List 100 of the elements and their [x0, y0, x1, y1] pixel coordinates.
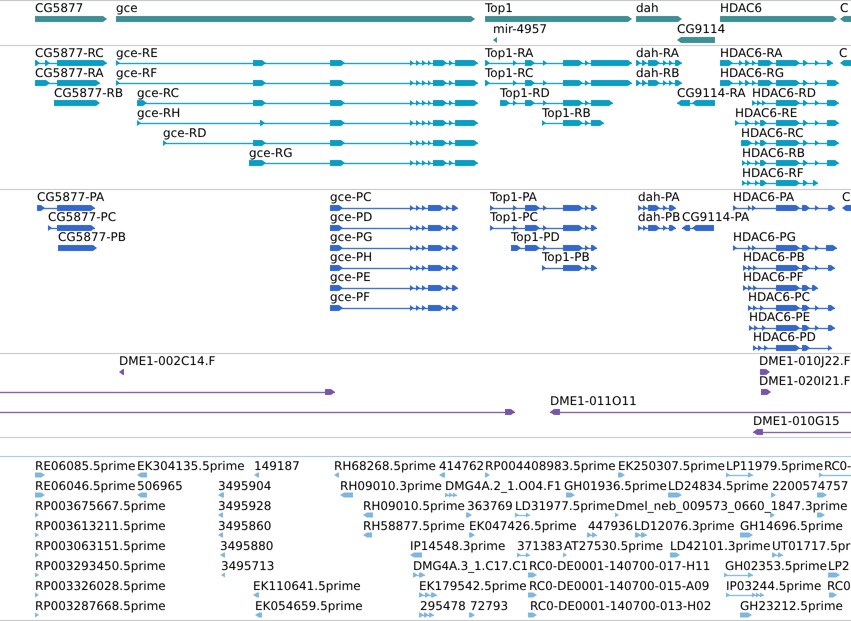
gene-label: dah: [636, 1, 659, 15]
transcript-label: Top1-RA: [485, 46, 534, 60]
gene-label: Top1: [485, 1, 513, 15]
gene-label: C: [840, 1, 848, 15]
protein-label: HDAC6-PC: [748, 290, 810, 304]
protein-label: dah-PB: [638, 210, 680, 224]
transcript-label: HDAC6-RG: [720, 66, 784, 80]
est-label: EK179542.5prime: [419, 579, 527, 593]
est-label: 72793: [470, 599, 508, 613]
est-label: IP03244.5prime: [726, 579, 822, 593]
est-label: LD12076.3prime: [634, 519, 735, 533]
est-label: RP003293450.5prime: [35, 559, 166, 573]
est-label: RH09010.5prime: [363, 499, 465, 513]
protein-label: gce-PC: [330, 190, 372, 204]
protein-label: HDAC6-PD: [753, 330, 816, 344]
est-label: 3495904: [218, 479, 272, 493]
est-label: 3495880: [220, 539, 274, 553]
transcript-label: gce-RG: [249, 146, 293, 160]
protein-label: CG5877-PA: [37, 190, 104, 204]
est-label: RC0-: [824, 459, 851, 473]
protein-label: gce-PH: [330, 250, 372, 264]
est-label: 149187: [254, 459, 300, 473]
est-label: RE06085.5prime: [35, 459, 136, 473]
protein-label: gce-PD: [330, 210, 372, 224]
clone-label: DME1-010G15: [753, 414, 840, 428]
clone-label: DME1-010J22.F: [759, 354, 851, 368]
est-label: DMG4A.3_1.C17.C1: [413, 559, 528, 573]
est-label: DMG4A.2_1.O04.F1: [445, 479, 562, 493]
protein-label: gce-PF: [330, 290, 370, 304]
est-label: RP003063151.5prime: [35, 539, 166, 553]
protein-label: Top1-PA: [490, 190, 537, 204]
protein-label: HDAC6-PE: [749, 310, 810, 324]
est-label: UT01717.5pr: [772, 539, 850, 553]
est-label: 2200574757: [772, 479, 848, 493]
protein-label: Top1-PC: [490, 210, 538, 224]
protein-label: HDAC6-PG: [733, 230, 796, 244]
protein-label: CG9114-PA: [682, 210, 750, 224]
protein-label: CG5877-PC: [48, 210, 116, 224]
transcript-label: CG5877-RB: [54, 86, 124, 100]
est-label: 447936: [588, 519, 633, 533]
transcript-label: Top1-RB: [542, 106, 591, 120]
protein-label: Top1-PB: [542, 250, 590, 264]
gene-label: CG9114: [677, 22, 726, 36]
transcript-label: Top1-RC: [485, 66, 534, 80]
est-label: EK047426.5prime: [469, 519, 577, 533]
protein-label: HDAC6-PF: [743, 270, 804, 284]
est-label: LD42101.3prime: [670, 539, 771, 553]
est-label: RP003675667.5prime: [35, 499, 166, 513]
est-label: RP003613211.5prime: [35, 519, 166, 533]
transcript-label: HDAC6-RC: [741, 126, 804, 140]
protein-label: CG5877-PB: [58, 230, 126, 244]
est-label: RP003287668.5prime: [35, 599, 166, 613]
transcript-label: CG5877-RA: [35, 66, 104, 80]
transcript-label: CG5877-RC: [35, 46, 104, 60]
transcript-label: CG9114-RA: [677, 86, 746, 100]
transcript-label: dah-RB: [636, 66, 680, 80]
transcript-label: dah-RA: [636, 46, 679, 60]
protein-label: HDAC6-PB: [743, 250, 805, 264]
transcript-label: gce-RE: [116, 46, 158, 60]
est-label: EK110641.5prime: [253, 579, 361, 593]
transcript-label: gce-RF: [116, 66, 158, 80]
est-label: RP004408983.5prime: [485, 459, 616, 473]
est-label: LD31977.5prime: [515, 499, 615, 513]
gene-label: CG5877: [35, 1, 84, 15]
gene-label: mir-4957: [493, 22, 548, 36]
est-label: Dmel_neb_009573_0660_1847.3prime: [616, 499, 848, 513]
est-label: GH23212.5prime: [740, 599, 843, 613]
transcript-label: HDAC6-RB: [742, 146, 805, 160]
est-label: EK054659.5prime: [255, 599, 363, 613]
est-label: LP11979.5prime: [726, 459, 823, 473]
protein-label: C: [842, 190, 850, 204]
transcript-label: HDAC6-RD: [752, 86, 816, 100]
clone-label: DME1-020I21.F: [759, 374, 851, 388]
clone-label: DME1-011O11: [550, 394, 637, 408]
est-label: RE06046.5prime: [35, 479, 136, 493]
est-label: AT27530.5prime: [564, 539, 664, 553]
est-label: 371383: [517, 539, 563, 553]
transcript-label: gce-RC: [137, 86, 180, 100]
transcript-label: HDAC6-RE: [735, 106, 798, 120]
est-label: RC0: [827, 579, 851, 593]
est-label: 414762: [439, 459, 484, 473]
est-label: RC0-DE0001-140700-017-H11: [529, 559, 710, 573]
est-label: 295478: [420, 599, 466, 613]
est-label: 3495860: [218, 519, 272, 533]
est-label: 3495928: [218, 499, 272, 513]
est-label: GH02353.5prime: [725, 559, 827, 573]
est-label: GH14696.5prime: [740, 519, 843, 533]
est-label: RC0-DE0001-140700-013-H02: [530, 599, 712, 613]
transcript-label: Top1-RD: [500, 86, 550, 100]
transcript-label: gce-RD: [163, 126, 207, 140]
protein-label: Top1-PD: [511, 230, 560, 244]
protein-label: gce-PE: [330, 270, 371, 284]
protein-label: HDAC6-PA: [733, 190, 794, 204]
protein-label: gce-PG: [330, 230, 372, 244]
transcript-label: C: [839, 46, 848, 60]
transcript-label: gce-RH: [137, 106, 180, 120]
transcript-label: HDAC6-RA: [720, 46, 782, 60]
est-label: RC0-DE0001-140700-015-A09: [529, 579, 710, 593]
est-label: RH58877.5prime: [363, 519, 465, 533]
est-label: IP14548.3prime: [410, 539, 506, 553]
